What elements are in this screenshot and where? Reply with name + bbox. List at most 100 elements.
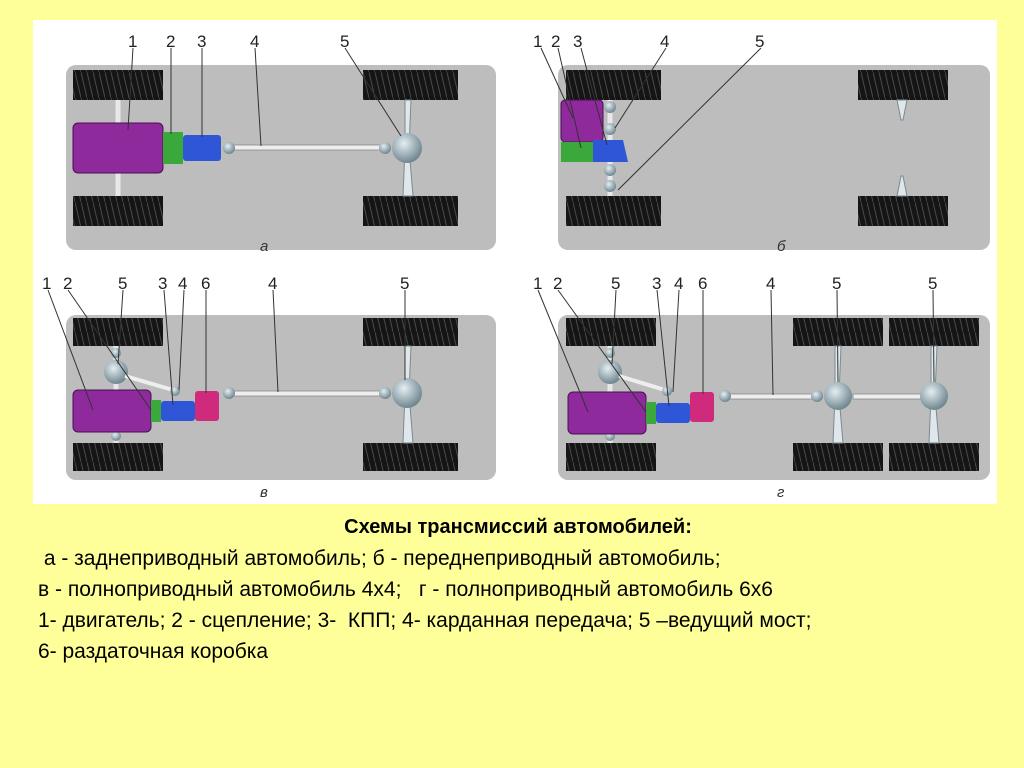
label-b-2: 2 <box>551 32 560 51</box>
clutch-d <box>646 402 656 424</box>
tire-b-front-bottom <box>566 196 661 226</box>
leaders-d <box>537 289 935 413</box>
label-c-1: 1 <box>42 274 51 293</box>
transfer-case-c <box>195 391 219 421</box>
panel-a-letter: а <box>260 238 268 255</box>
engine-a <box>72 122 164 174</box>
tire-d-front-top <box>566 318 656 346</box>
tire-d-rear-bottom <box>889 443 979 471</box>
joint-c-f1 <box>111 348 121 358</box>
tire-b-rear-top <box>858 70 948 100</box>
leaders-b <box>540 47 762 191</box>
label-d-4b: 4 <box>766 274 775 293</box>
label-b-5: 5 <box>755 32 764 51</box>
chassis-c <box>66 315 496 480</box>
panel-c-letter: в <box>260 484 268 501</box>
diagram-svg: 1 2 3 4 5 а 1 2 3 4 5 б <box>42 32 990 501</box>
tire-d-mid-bottom <box>793 443 883 471</box>
front-axle-c <box>104 360 128 384</box>
tire-c-front-top <box>73 318 163 346</box>
panel-b-letter: б <box>777 238 786 255</box>
label-d-4a: 4 <box>674 274 683 293</box>
front-axle-d <box>598 360 622 384</box>
label-b-1: 1 <box>533 32 542 51</box>
label-c-2: 2 <box>63 274 72 293</box>
panel-d-letter: г <box>777 484 785 501</box>
joint-a-1 <box>223 142 235 154</box>
transmission-diagram: 1 2 3 4 5 а 1 2 3 4 5 б <box>33 20 997 504</box>
label-d-5b: 5 <box>832 274 841 293</box>
tire-d-front-bottom <box>566 443 656 471</box>
clutch-c <box>151 400 161 422</box>
joint-a-2 <box>379 142 391 154</box>
caption-title: Схемы трансмиссий автомобилей: <box>344 516 692 538</box>
panel-c-all-wheel-drive-4x4: 1 2 5 3 4 6 4 5 в <box>42 274 496 501</box>
label-a-5: 5 <box>340 32 349 51</box>
clutch-a <box>163 132 183 164</box>
tire-b-rear-bottom <box>858 196 948 226</box>
joint-b-3 <box>604 164 616 176</box>
label-a-4: 4 <box>250 32 259 51</box>
label-a-1: 1 <box>128 32 137 51</box>
tire-a-front-top <box>73 70 163 100</box>
joint-d-1 <box>719 390 731 402</box>
rear-axle-a <box>392 133 422 163</box>
label-c-6: 6 <box>201 274 210 293</box>
label-b-4: 4 <box>660 32 669 51</box>
panel-d-all-wheel-drive-6x6: 1 2 5 3 4 6 4 5 5 г <box>533 274 990 501</box>
tire-a-rear-top <box>363 70 458 100</box>
rear-stub-top-b <box>896 99 908 121</box>
label-d-1: 1 <box>533 274 542 293</box>
rear-axle-c <box>392 378 422 408</box>
label-d-3: 3 <box>652 274 661 293</box>
label-d-5a: 5 <box>611 274 620 293</box>
label-c-5b: 5 <box>400 274 409 293</box>
front-cardan-d <box>618 374 666 392</box>
panel-a-rear-wheel-drive: 1 2 3 4 5 а <box>66 32 496 255</box>
gearbox-d <box>656 403 690 423</box>
label-d-2: 2 <box>553 274 562 293</box>
joint-b-4 <box>604 180 616 192</box>
caption-line-4: 6- раздаточная коробка <box>38 640 269 663</box>
tire-c-rear-bottom <box>363 443 458 471</box>
leaders-c <box>47 289 406 411</box>
tire-a-rear-bottom <box>363 196 458 226</box>
joint-c-2 <box>379 387 391 399</box>
label-c-5a: 5 <box>118 274 127 293</box>
panel-b-front-wheel-drive: 1 2 3 4 5 б <box>533 32 990 255</box>
caption-line-2: в - полноприводный автомобиль 4х4; г - п… <box>38 578 773 601</box>
joint-c-1 <box>223 387 235 399</box>
gearbox-a <box>183 135 221 161</box>
label-c-4a: 4 <box>178 274 187 293</box>
cardan-shaft-c <box>230 390 387 397</box>
label-d-6: 6 <box>698 274 707 293</box>
figure-caption: Схемы трансмиссий автомобилей: а - задне… <box>38 512 998 667</box>
leaders-a <box>127 47 402 147</box>
label-c-3: 3 <box>158 274 167 293</box>
joint-c-f2 <box>111 431 121 441</box>
label-c-4b: 4 <box>268 274 277 293</box>
clutch-b <box>561 142 593 162</box>
engine-c <box>72 389 152 433</box>
cardan-shaft-d <box>725 393 819 400</box>
label-d-5c: 5 <box>928 274 937 293</box>
gearbox-b <box>593 140 628 162</box>
joint-b-2 <box>604 123 616 135</box>
cardan-shaft-a <box>230 144 387 151</box>
joint-b-1 <box>604 101 616 113</box>
front-cardan-c <box>124 374 174 392</box>
caption-line-1: а - заднеприводный автомобиль; б - перед… <box>38 547 721 570</box>
tire-a-front-bottom <box>73 196 163 226</box>
gearbox-c <box>161 401 195 421</box>
engine-d <box>567 391 647 435</box>
label-b-3: 3 <box>573 32 582 51</box>
label-a-2: 2 <box>166 32 175 51</box>
rear-axle-d <box>920 382 948 410</box>
tire-c-front-bottom <box>73 443 163 471</box>
tire-c-rear-top <box>363 318 458 346</box>
caption-line-3: 1- двигатель; 2 - сцепление; 3- КПП; 4- … <box>38 609 812 632</box>
tire-b-front-top <box>566 70 661 100</box>
label-a-3: 3 <box>197 32 206 51</box>
mid-axle-d <box>824 382 852 410</box>
rear-stub-bottom-b <box>896 175 908 197</box>
